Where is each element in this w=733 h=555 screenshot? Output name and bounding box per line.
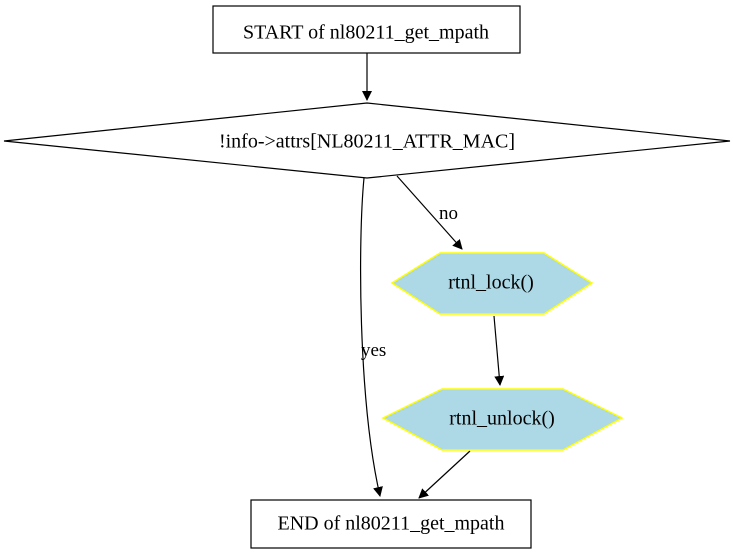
unlock-node-label: rtnl_unlock()	[449, 408, 555, 430]
end-node: END of nl80211_get_mpath	[250, 499, 532, 549]
lock-node: rtnl_lock()	[390, 252, 594, 315]
decision-node-label: !info->attrs[NL80211_ATTR_MAC]	[219, 131, 515, 153]
edge-label-no: no	[439, 203, 458, 224]
start-node: START of nl80211_get_mpath	[212, 5, 521, 54]
lock-node-label: rtnl_lock()	[448, 272, 534, 294]
edge-decision-yes: yes	[359, 177, 386, 497]
edge-decision-no: no	[396, 175, 463, 250]
unlock-node: rtnl_unlock()	[381, 388, 624, 451]
start-node-label: START of nl80211_get_mpath	[243, 22, 489, 44]
edge-unlock-to-end	[418, 450, 471, 499]
decision-node: !info->attrs[NL80211_ATTR_MAC]	[3, 102, 731, 179]
edge-lock-to-unlock	[493, 315, 505, 386]
edge-label-yes: yes	[361, 340, 386, 361]
end-node-label: END of nl80211_get_mpath	[277, 513, 504, 535]
